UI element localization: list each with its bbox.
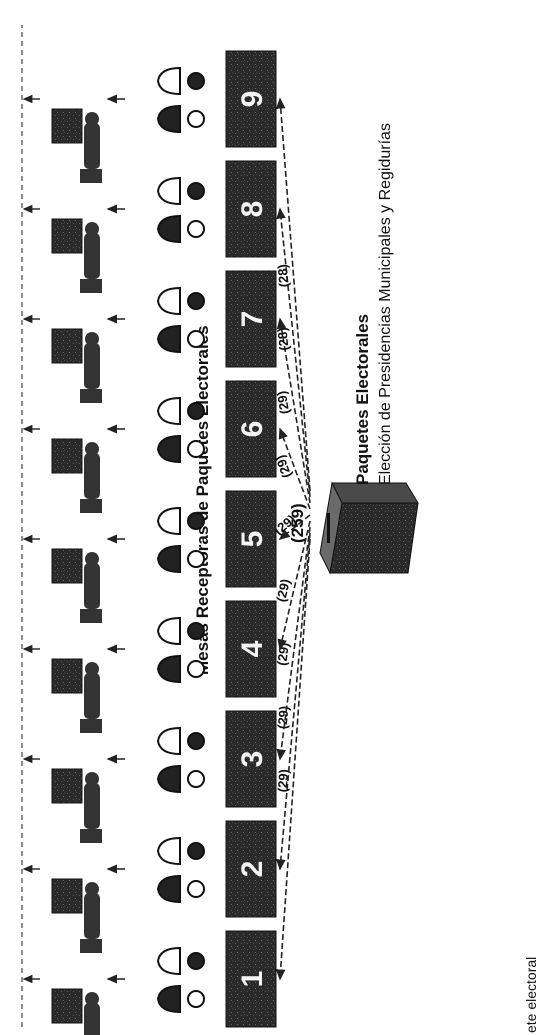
table-number: 8 xyxy=(236,201,269,218)
center-subtitle: Elección de Presidencias Municipales y R… xyxy=(377,123,394,485)
table-7: 7 xyxy=(226,271,276,367)
table-5: 5 xyxy=(226,491,276,587)
person-icon xyxy=(158,876,204,902)
table-number: 1 xyxy=(236,971,269,988)
center-title: Paquetes Electorales xyxy=(353,314,372,485)
person-carrying-box-icon xyxy=(52,549,102,623)
packets-label: (29) xyxy=(274,390,293,415)
person-icon xyxy=(158,986,204,1012)
person-carrying-box-icon xyxy=(52,439,102,513)
table-number: 4 xyxy=(236,640,269,657)
person-icon xyxy=(158,288,204,314)
packets-label: (29) xyxy=(275,705,292,729)
packets-label: (29) xyxy=(274,642,292,667)
person-carrying-box-icon xyxy=(52,659,102,733)
ballot-box-icon xyxy=(320,483,418,573)
table-4: 4 xyxy=(226,601,276,697)
person-icon xyxy=(158,216,204,242)
table-3: 3 xyxy=(226,711,276,807)
table-1: 1 xyxy=(226,931,276,1027)
packet-carriers xyxy=(22,25,125,1035)
person-carrying-box-icon xyxy=(52,879,102,953)
packets-label: (28) xyxy=(274,327,291,352)
table-number: 7 xyxy=(236,311,269,328)
header-fragment: ete electoral xyxy=(523,957,539,1033)
person-carrying-box-icon xyxy=(52,989,102,1035)
table-number: 9 xyxy=(236,91,269,108)
table-number: 3 xyxy=(236,751,269,768)
table-2: 2 xyxy=(226,821,276,917)
person-carrying-box-icon xyxy=(52,329,102,403)
person-icon xyxy=(158,766,204,792)
person-carrying-box-icon xyxy=(52,219,102,293)
table-9: 9 xyxy=(226,51,276,147)
person-icon xyxy=(158,728,204,754)
packets-label: (29) xyxy=(275,769,292,793)
person-carrying-box-icon xyxy=(52,769,102,843)
person-icon xyxy=(158,178,204,204)
person-icon xyxy=(158,948,204,974)
arrow-icon xyxy=(280,539,310,979)
table-number: 6 xyxy=(236,421,269,438)
person-icon xyxy=(158,68,204,94)
reception-tables: 1 2 3 4 5 6 7 8 9 xyxy=(226,51,276,1027)
person-icon xyxy=(158,106,204,132)
table-6: 6 xyxy=(226,381,276,477)
person-carrying-box-icon xyxy=(52,109,102,183)
person-icon xyxy=(158,838,204,864)
packets-label: (28) xyxy=(275,264,292,288)
table-number: 5 xyxy=(236,531,269,548)
table-8: 8 xyxy=(226,161,276,257)
table-number: 2 xyxy=(236,861,269,878)
arrow-icon xyxy=(280,99,310,491)
